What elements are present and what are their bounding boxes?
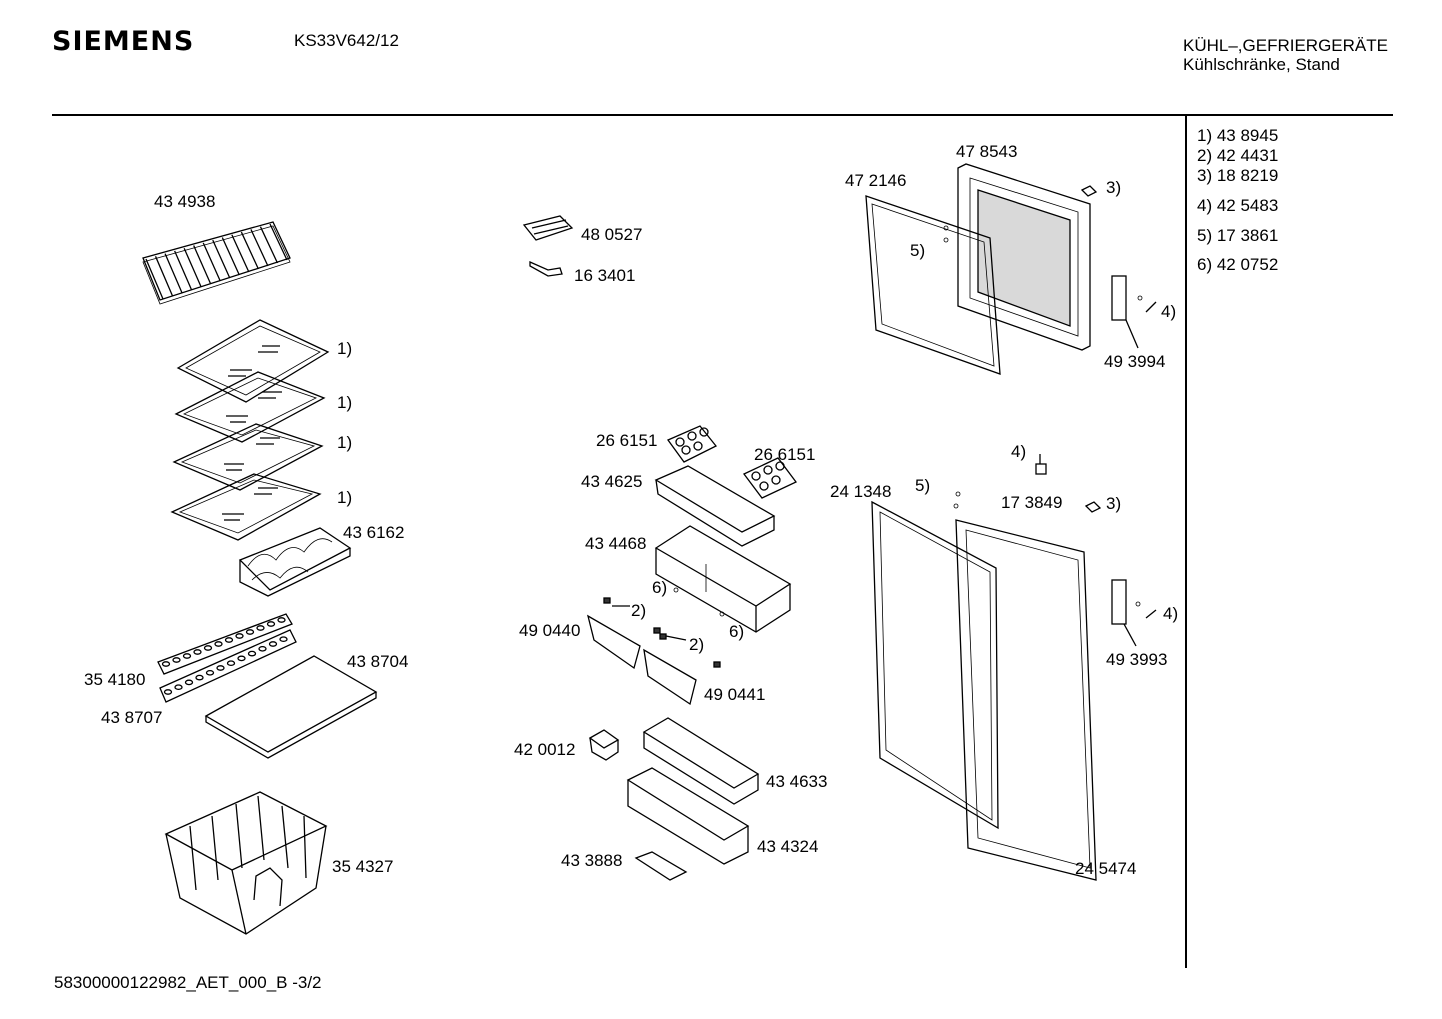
document-id: 58300000122982_AET_000_B -3/2 xyxy=(54,973,322,992)
brand-logo: SIEMENS xyxy=(52,26,195,57)
part-label-434625: 43 4625 xyxy=(581,472,643,491)
category-line-1: KÜHL–,GEFRIERGERÄTE xyxy=(1183,36,1388,55)
ref-label-2: 2) xyxy=(689,635,705,654)
part-label-354180: 35 4180 xyxy=(84,670,146,689)
part-label-420012: 42 0012 xyxy=(514,740,576,759)
part-label-241348: 24 1348 xyxy=(830,482,892,501)
ref-label-6: 6) xyxy=(652,578,668,597)
part-label-354327: 35 4327 xyxy=(332,857,394,876)
part-label-245474: 24 5474 xyxy=(1075,859,1137,878)
ref-label-1: 1) xyxy=(337,339,353,358)
part-label-434324: 43 4324 xyxy=(757,837,819,856)
part-label-433888: 43 3888 xyxy=(561,851,623,870)
hardware-drawings xyxy=(673,185,1102,617)
ice-tray-drawing xyxy=(522,215,574,241)
ref-label-4: 4) xyxy=(1011,442,1027,461)
part-label-493993: 49 3993 xyxy=(1106,650,1168,669)
bottle-rack-drawing xyxy=(238,527,352,597)
legend-item-5: 5) 17 3861 xyxy=(1197,226,1279,245)
part-label-438704: 43 8704 xyxy=(347,652,409,671)
part-label-472146: 47 2146 xyxy=(845,171,907,190)
butter-dish-drawing xyxy=(588,729,620,761)
ref-label-3: 3) xyxy=(1106,494,1122,513)
crisper-drawer-drawing xyxy=(164,791,328,935)
category-block: KÜHL–,GEFRIERGERÄTE Kühlschränke, Stand xyxy=(1183,36,1388,74)
category-line-2: Kühlschränke, Stand xyxy=(1183,55,1340,74)
legend-divider xyxy=(1185,116,1187,968)
egg-tray-drawings xyxy=(157,613,297,703)
part-label-163401: 16 3401 xyxy=(574,266,636,285)
ref-label-5: 5) xyxy=(910,241,926,260)
ref-label-1: 1) xyxy=(337,393,353,412)
part-label-438707: 43 8707 xyxy=(101,708,163,727)
bottle-clip-drawing xyxy=(634,851,688,881)
ref-label-5: 5) xyxy=(915,476,931,495)
part-label-266151: 26 6151 xyxy=(754,445,816,464)
legend-item-4: 4) 42 5483 xyxy=(1197,196,1279,215)
part-label-434938: 43 4938 xyxy=(154,192,216,211)
part-label-173849: 17 3849 xyxy=(1001,493,1063,512)
part-label-266151: 26 6151 xyxy=(596,431,658,450)
part-label-434468: 43 4468 xyxy=(585,534,647,553)
door-shelf-large-drawings xyxy=(626,717,760,865)
ref-label-2: 2) xyxy=(631,601,647,620)
part-label-490440: 49 0440 xyxy=(519,621,581,640)
egg-holder-drawings xyxy=(666,425,797,499)
legend-item-6: 6) 42 0752 xyxy=(1197,255,1279,274)
leader-lines xyxy=(612,301,1157,647)
part-label-478543: 47 8543 xyxy=(956,142,1018,161)
part-label-480527: 48 0527 xyxy=(581,225,643,244)
part-label-493994: 49 3994 xyxy=(1104,352,1166,371)
part-label-490441: 49 0441 xyxy=(704,685,766,704)
ice-scoop-drawing xyxy=(529,260,563,277)
glass-plate-drawing xyxy=(204,655,378,759)
legend-item-2: 2) 42 4431 xyxy=(1197,146,1279,165)
legend-item-3: 3) 18 8219 xyxy=(1197,166,1279,185)
fridge-door-drawing xyxy=(871,500,1097,881)
ref-label-4: 4) xyxy=(1161,302,1177,321)
part-label-436162: 43 6162 xyxy=(343,523,405,542)
ref-label-6: 6) xyxy=(729,622,745,641)
ref-label-1: 1) xyxy=(337,488,353,507)
freezer-door-drawing xyxy=(865,163,1091,375)
model-number: KS33V642/12 xyxy=(294,31,399,50)
dairy-flap-drawings xyxy=(586,597,721,706)
dairy-compartment-drawing xyxy=(654,525,792,633)
part-label-434633: 43 4633 xyxy=(766,772,828,791)
legend-item-1: 1) 43 8945 xyxy=(1197,126,1279,145)
ref-label-3: 3) xyxy=(1106,178,1122,197)
glass-shelf-drawings xyxy=(170,319,330,541)
ref-label-1: 1) xyxy=(337,433,353,452)
header-divider xyxy=(52,114,1393,116)
door-shelf-small-drawing xyxy=(654,465,776,547)
ref-label-4: 4) xyxy=(1163,604,1179,623)
hinge-drawings xyxy=(1111,275,1143,625)
wire-shelf-drawing xyxy=(142,221,291,305)
